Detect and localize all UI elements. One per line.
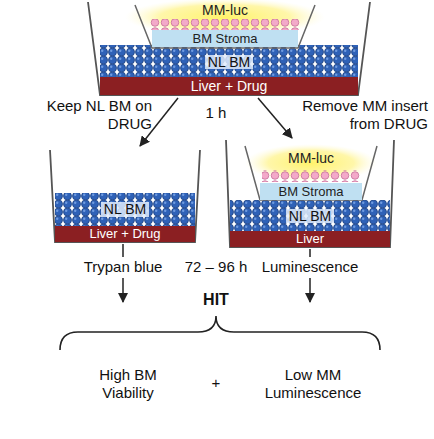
branch-arrow [258,98,292,138]
transwell-insert [245,146,377,200]
culture-well [50,150,200,242]
culture-well [88,2,370,95]
annotation-text: Keep NL BM on DRUG [32,97,152,133]
cell-layer: MM-luc [262,148,360,168]
readout-arrow [309,278,311,302]
annotation-text: Remove MM insert from DRUG [288,97,428,133]
luminescence-glow [245,144,377,182]
nl-bm-cells [230,200,390,231]
annotation-text: Low MM Luminescence [258,366,368,402]
annotation-text: Trypan blue [63,258,183,276]
layer-label: NL BM [286,209,334,224]
cell-layer: NL BM [100,47,358,77]
mm-cells [150,19,300,30]
grouping-brace [60,316,380,350]
leader-line [122,244,124,257]
layer-label: MM-luc [202,3,248,18]
annotation-text: Luminescence [250,258,370,276]
mm-cells [262,170,360,182]
result-heading: HIT [186,290,246,309]
cell-layer: NL BM [55,193,195,226]
layer-label: NL BM [205,55,253,70]
cell-layer: MM-luc [165,1,285,19]
readout-arrow [122,278,124,302]
annotation-text: 1 h [196,104,236,122]
nl-bm-cells [100,45,358,77]
leader-line [309,249,311,257]
layer-label: BM Stroma [278,185,343,199]
cell-layer: NL BM [230,201,390,231]
annotation-text: + [196,374,236,392]
layer-label: BM Stroma [192,32,257,46]
layer-label: Liver [296,232,324,246]
annotation-text: 72 – 96 h [161,258,271,276]
layer-label: Liver + Drug [89,227,160,241]
layer-band: Liver [230,231,390,247]
layer-band: BM Stroma [260,183,362,200]
layer-label: MM-luc [288,151,334,166]
nl-bm-cells [55,193,195,226]
layer-label: Liver + Drug [191,79,268,94]
layer-band: Liver + Drug [100,77,358,95]
layer-band: BM Stroma [152,30,298,47]
culture-well [226,140,394,247]
layer-band: Liver + Drug [55,226,195,242]
annotation-text: High BM Viability [78,366,178,402]
layer-label: NL BM [101,202,149,217]
